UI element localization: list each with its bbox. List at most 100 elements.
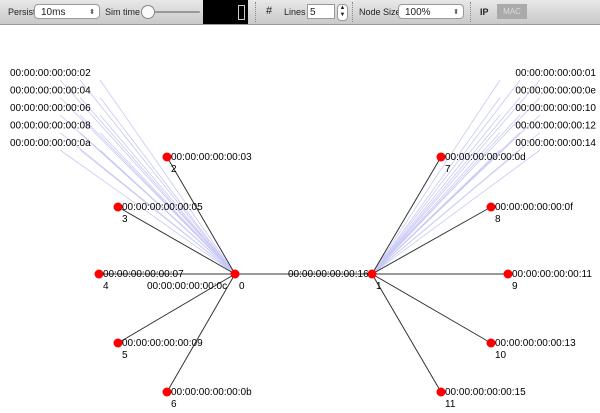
node — [162, 152, 172, 162]
link — [166, 156, 236, 275]
separator — [470, 2, 471, 22]
node-id-label: 2 — [171, 164, 177, 175]
node — [436, 152, 446, 162]
host-mac-label: 00:00:00:00:00:04 — [10, 86, 91, 97]
host-mac-label: 00:00:00:00:00:08 — [10, 121, 91, 132]
time-display — [203, 0, 248, 24]
node-id-label: 0 — [239, 281, 245, 292]
mac-toggle[interactable]: MAC — [497, 4, 527, 19]
flow-line — [371, 149, 521, 275]
sim-time-slider[interactable] — [142, 11, 200, 13]
persist-select[interactable]: 10ms ⬍ — [34, 4, 100, 19]
node-id-label: 10 — [495, 350, 507, 361]
host-mac-label: 00:00:00:00:00:10 — [515, 103, 596, 114]
node-id-label: 6 — [171, 399, 177, 410]
persist-label: Persist — [8, 7, 36, 17]
flow-line — [371, 97, 501, 275]
node-size-value: 100% — [405, 7, 431, 18]
link — [371, 206, 492, 275]
lines-input[interactable]: 5 — [307, 4, 335, 19]
link — [371, 273, 492, 344]
node-id-label: 9 — [512, 281, 518, 292]
node — [503, 269, 513, 279]
flow-line — [371, 114, 501, 275]
node-size-label: Node Size — [359, 7, 401, 17]
node — [162, 387, 172, 397]
sim-time-label: Sim time — [105, 7, 141, 17]
flow-line — [79, 149, 236, 275]
node-mac-label: 00:00:00:00:00:0c — [147, 281, 227, 292]
node — [230, 269, 240, 279]
flow-line — [99, 132, 236, 275]
node-mac-label: 00:00:00:00:00:13 — [495, 338, 576, 349]
node-mac-label: 00:00:00:00:00:11 — [512, 269, 592, 280]
persist-value: 10ms — [41, 7, 66, 18]
host-mac-label: 00:00:00:00:00:06 — [10, 103, 91, 114]
node-mac-label: 00:00:00:00:00:0d — [445, 152, 526, 163]
node — [486, 338, 496, 348]
lines-label: Lines — [284, 7, 306, 17]
stepper-arrows-icon: ⬍ — [453, 9, 459, 16]
network-graph: 00:00:00:00:00:02 00:00:00:00:00:04 00:00:… — [10, 68, 596, 410]
node-mac-label: 00:00:00:00:00:03 — [171, 152, 252, 163]
host-mac-label: 00:00:00:00:00:12 — [515, 121, 596, 132]
node — [94, 269, 104, 279]
node-id-label: 11 — [445, 399, 456, 410]
node-mac-label: 00:00:00:00:00:09 — [122, 338, 203, 349]
node-mac-label: 00:00:00:00:00:0b — [171, 387, 252, 398]
node-mac-label: 00:00:00:00:00:16 — [288, 269, 369, 280]
node — [486, 202, 496, 212]
flow-line — [371, 97, 521, 275]
flow-line — [59, 149, 236, 275]
host-mac-label: 00:00:00:00:00:14 — [515, 138, 596, 149]
flow-line — [99, 114, 236, 275]
separator — [352, 2, 353, 22]
flow-line — [99, 149, 236, 275]
node-mac-label: 00:00:00:00:00:05 — [122, 202, 203, 213]
node-mac-label: 00:00:00:00:00:15 — [445, 387, 526, 398]
sim-time-slider-thumb[interactable] — [141, 5, 155, 19]
lines-stepper[interactable]: ▲▼ — [337, 4, 348, 21]
host-mac-label: 00:00:00:00:00:01 — [515, 68, 596, 79]
node-id-label: 5 — [122, 350, 128, 361]
toolbar: Persist 10ms ⬍ Sim time # Lines 5 ▲▼ Node… — [0, 0, 600, 25]
host-mac-label: 00:00:00:00:00:0e — [515, 86, 596, 97]
flow-line — [371, 97, 541, 275]
node-id-label: 8 — [495, 214, 501, 225]
flow-line — [371, 79, 521, 275]
flow-line — [99, 79, 236, 275]
cursor-icon — [238, 5, 245, 20]
node — [436, 387, 446, 397]
flow-line — [371, 149, 541, 275]
flow-line — [99, 97, 236, 275]
link — [371, 273, 442, 393]
flow-line — [371, 114, 521, 275]
link — [117, 206, 236, 275]
link — [166, 273, 236, 393]
flow-line — [371, 132, 501, 275]
link — [371, 156, 442, 275]
ip-toggle[interactable]: IP — [480, 7, 489, 17]
node — [367, 269, 377, 279]
host-mac-label: 00:00:00:00:00:0a — [10, 138, 91, 149]
host-mac-label: 00:00:00:00:00:02 — [10, 68, 91, 79]
node — [113, 202, 123, 212]
separator — [255, 2, 256, 22]
node-id-label: 7 — [445, 164, 451, 175]
node-id-label: 1 — [376, 281, 382, 292]
flow-line — [79, 97, 236, 275]
node-mac-label: 00:00:00:00:00:0f — [495, 202, 573, 213]
node-mac-label: 00:00:00:00:00:07 — [103, 269, 184, 280]
node-id-label: 4 — [103, 281, 109, 292]
flow-line — [371, 149, 501, 275]
flow-line — [79, 79, 236, 275]
stepper-arrows-icon: ⬍ — [89, 9, 95, 16]
node-id-label: 3 — [122, 214, 128, 225]
flow-line — [371, 79, 501, 275]
flow-line — [371, 79, 541, 275]
hash-icon: # — [266, 5, 273, 17]
flow-line — [59, 79, 236, 275]
node — [113, 338, 123, 348]
node-size-select[interactable]: 100% ⬍ — [398, 4, 464, 19]
link — [117, 273, 236, 344]
